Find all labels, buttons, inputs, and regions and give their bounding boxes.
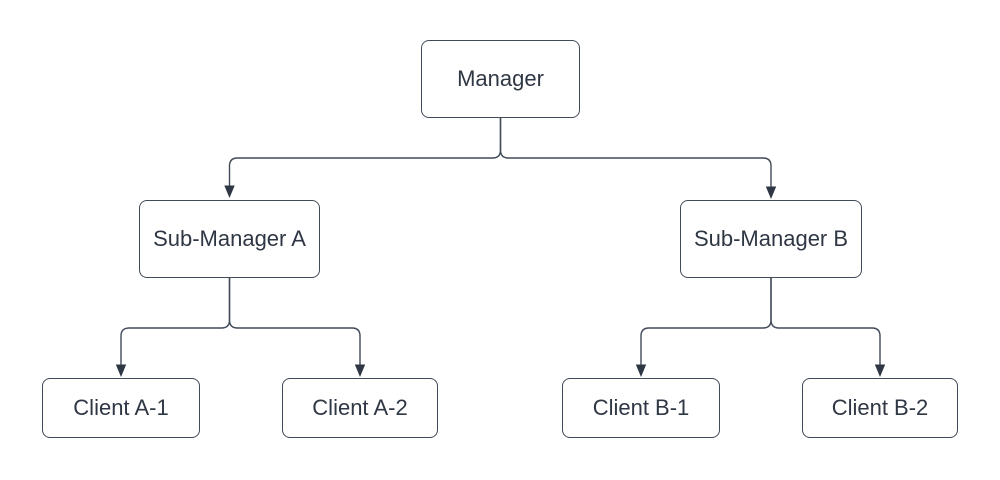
node-sub-manager-b: Sub-Manager B [680,200,862,278]
arrowhead-client-b2 [874,364,886,377]
connector-sub-b-to-client-b2 [770,278,881,365]
arrowhead-sub-b [765,186,777,199]
node-client-a1-label: Client A-1 [73,395,169,420]
node-manager: Manager [421,40,580,118]
node-client-b1: Client B-1 [562,378,720,438]
node-client-b2: Client B-2 [802,378,958,438]
node-sub-manager-a-label: Sub-Manager A [153,226,306,251]
arrowhead-client-b1 [635,364,647,377]
arrowhead-client-a1 [115,364,127,377]
node-manager-label: Manager [457,66,544,91]
node-sub-manager-b-label: Sub-Manager B [693,226,849,251]
connector-sub-a-to-client-a1 [120,278,231,365]
connector-sub-a-to-client-a2 [228,278,361,365]
connector-sub-b-to-client-b1 [640,278,772,365]
node-client-a1: Client A-1 [42,378,200,438]
node-sub-manager-a: Sub-Manager A [139,200,320,278]
node-client-b2-label: Client B-2 [831,395,929,420]
connector-manager-to-sub-b [499,118,772,187]
arrowhead-client-a2 [354,364,366,377]
node-client-a2: Client A-2 [282,378,438,438]
node-client-a2-label: Client A-2 [312,395,408,420]
connector-manager-to-sub-a [228,118,502,186]
arrowhead-sub-a [224,185,235,198]
node-client-b1-label: Client B-1 [592,395,690,420]
